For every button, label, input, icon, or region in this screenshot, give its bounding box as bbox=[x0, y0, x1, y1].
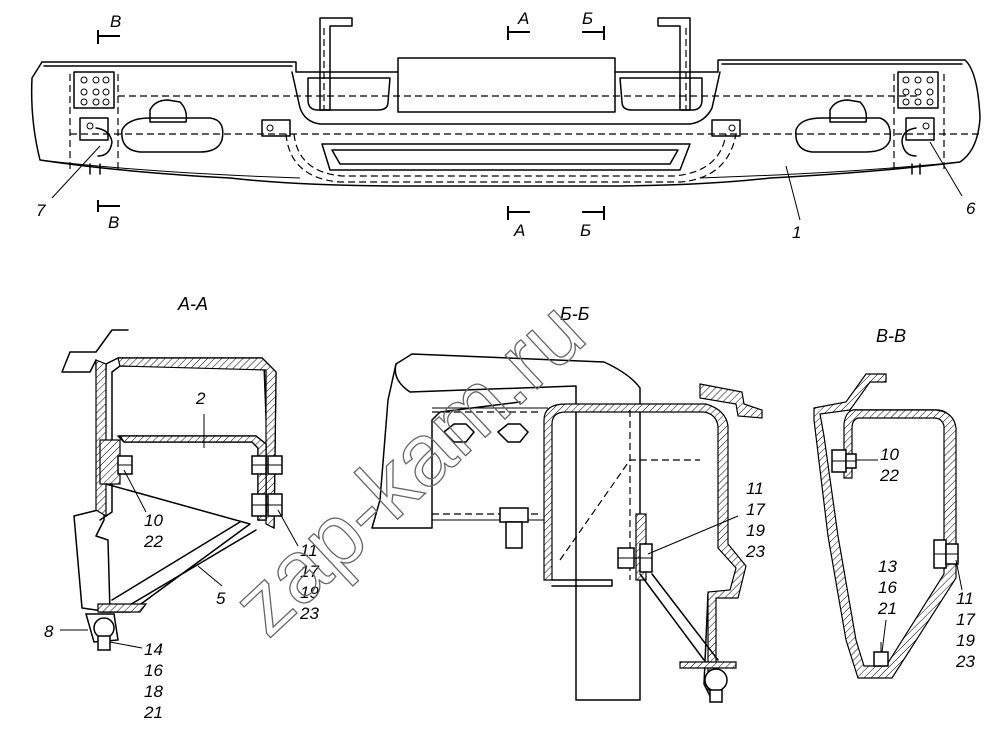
section-title-vv: В-В bbox=[876, 326, 906, 346]
vv-callout-17: 17 bbox=[956, 610, 975, 629]
aa-callout-14: 14 bbox=[144, 640, 163, 659]
aa-callout-16: 16 bbox=[144, 661, 163, 680]
callout-7: 7 bbox=[36, 201, 46, 220]
aa-callout-11: 11 bbox=[300, 541, 318, 560]
aa-callout-17: 17 bbox=[300, 562, 319, 581]
cut-label-b-top: Б bbox=[582, 9, 593, 28]
vv-callout-19: 19 bbox=[956, 631, 975, 650]
aa-callout-22: 22 bbox=[143, 532, 163, 551]
vv-callout-21: 21 bbox=[877, 599, 897, 618]
vv-callout-16: 16 bbox=[878, 578, 897, 597]
cut-label-a-top: А bbox=[517, 9, 529, 28]
cut-mark-a-bottom bbox=[507, 206, 530, 220]
section-aa-view: А-А 2 10 22 11 17 bbox=[44, 294, 319, 722]
callout-6: 6 bbox=[966, 199, 976, 218]
cut-mark-v-bottom bbox=[97, 200, 120, 212]
aa-callout-5: 5 bbox=[216, 589, 226, 608]
aa-callout-21: 21 bbox=[143, 703, 163, 722]
section-vv-view: В-В 10 22 13 16 21 11 17 19 23 bbox=[813, 326, 975, 679]
cut-label-a-bottom: А bbox=[513, 221, 525, 240]
bb-callout-19: 19 bbox=[746, 521, 765, 540]
cut-mark-b-top bbox=[582, 26, 605, 40]
cut-label-b-bottom: Б bbox=[580, 221, 591, 240]
aa-callout-23: 23 bbox=[299, 604, 319, 623]
cut-mark-b-bottom bbox=[582, 206, 605, 220]
vv-callout-23: 23 bbox=[955, 652, 975, 671]
cut-mark-v-top bbox=[97, 30, 120, 44]
vv-callout-22: 22 bbox=[879, 466, 899, 485]
aa-callout-10: 10 bbox=[144, 511, 163, 530]
cut-mark-a-top bbox=[507, 26, 530, 40]
bb-callout-11: 11 bbox=[746, 479, 764, 498]
cut-label-v-top: В bbox=[110, 12, 121, 31]
bb-callout-23: 23 bbox=[745, 542, 765, 561]
vv-callout-10: 10 bbox=[880, 445, 899, 464]
section-title-aa: А-А bbox=[177, 294, 208, 314]
vv-callout-11: 11 bbox=[956, 589, 974, 608]
aa-callout-2: 2 bbox=[195, 389, 206, 408]
aa-callout-8: 8 bbox=[44, 622, 54, 641]
section-bb-view: Б-Б 11 17 19 23 bbox=[371, 304, 765, 703]
aa-callout-19: 19 bbox=[300, 583, 319, 602]
callout-1: 1 bbox=[792, 223, 801, 242]
vv-callout-13: 13 bbox=[878, 557, 897, 576]
bumper-main-view: В А Б В А Б 7 6 1 bbox=[30, 9, 981, 242]
cut-label-v-bottom: В bbox=[108, 213, 119, 232]
section-title-bb: Б-Б bbox=[560, 304, 590, 324]
aa-callout-18: 18 bbox=[144, 682, 163, 701]
bb-callout-17: 17 bbox=[746, 500, 765, 519]
